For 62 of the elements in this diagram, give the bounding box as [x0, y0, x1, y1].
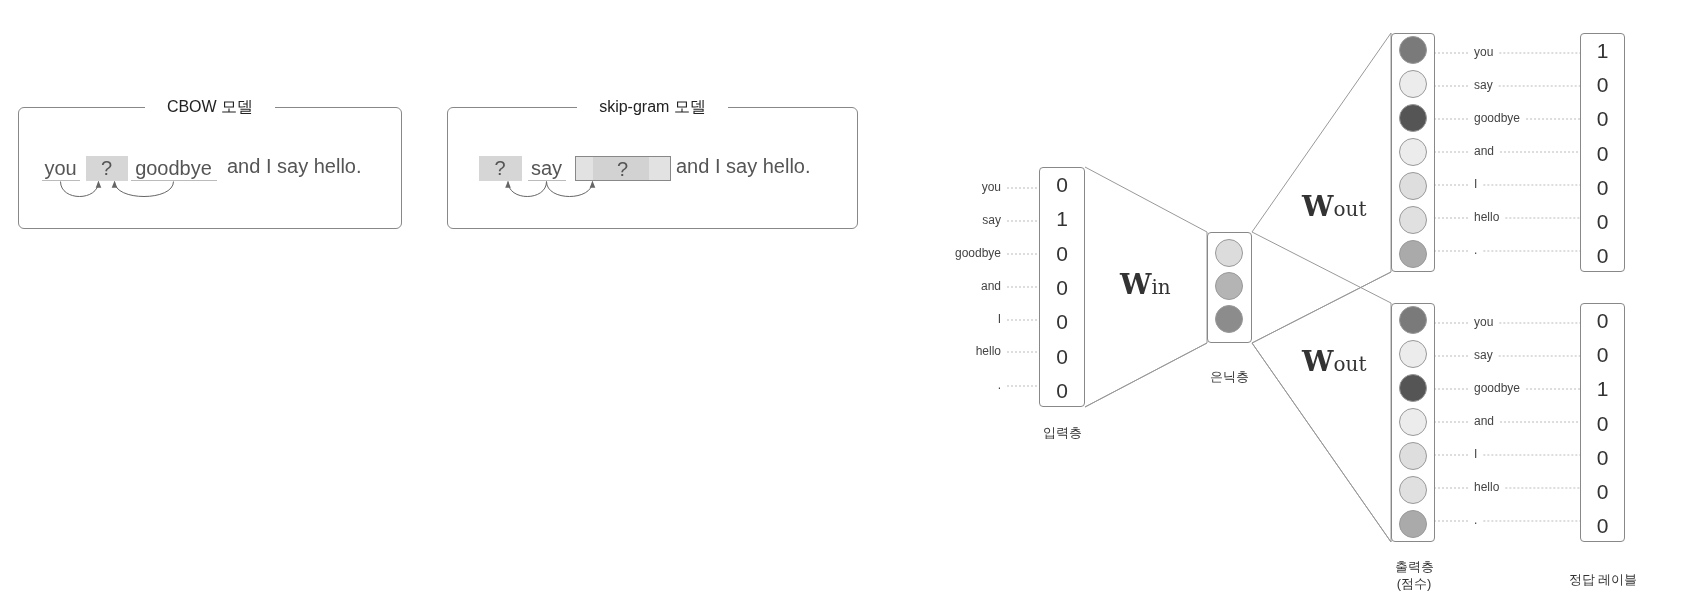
leader-line: [1499, 151, 1581, 153]
vector-value: 0: [1595, 175, 1610, 200]
vector-value: 0: [1595, 479, 1610, 504]
weight-connection: [1251, 32, 1392, 344]
curved-arrow: [113, 180, 174, 197]
context-word: you: [41, 155, 80, 181]
masked-word-box: ?: [85, 155, 128, 181]
curved-arrow: [60, 180, 101, 197]
vector-value: 0: [1595, 309, 1610, 334]
neuron-layer-box: [1207, 232, 1252, 343]
weight-connection: [1084, 166, 1208, 408]
vector-value: 1: [1595, 377, 1610, 402]
leader-line: [1006, 220, 1040, 222]
masked-word-box: ?: [478, 155, 522, 181]
leader-line: [1006, 253, 1040, 255]
sentence-text: and I say hello.: [676, 155, 811, 178]
answer-vector: [1580, 33, 1625, 272]
layer-caption: 은닉층: [1208, 368, 1250, 385]
vector-value: 0: [1595, 513, 1610, 538]
vector-value: 0: [1055, 276, 1069, 300]
vector-value: 0: [1595, 73, 1610, 98]
weight-connection: [1251, 231, 1392, 543]
vector-value: 0: [1055, 344, 1069, 369]
layer-caption: 정답 레이블: [1567, 571, 1639, 588]
vector-value: 0: [1595, 445, 1610, 470]
leader-line: [1006, 385, 1040, 387]
vector-value: 0: [1595, 209, 1610, 234]
weight-label: Wout: [1302, 345, 1367, 378]
curved-arrow: [546, 180, 595, 197]
leader-line: [1006, 319, 1040, 321]
masked-word-box: ?: [574, 155, 671, 181]
vector-value: 0: [1595, 411, 1610, 436]
leader-line: [1006, 286, 1040, 288]
leader-line: [1499, 421, 1581, 423]
answer-vector: [1580, 303, 1625, 542]
vector-value: 0: [1595, 141, 1610, 166]
leader-line: [1006, 187, 1040, 189]
weight-label: Wout: [1302, 190, 1367, 223]
layer-caption: 출력층 (점수): [1393, 558, 1435, 592]
context-word: goodbye: [130, 155, 217, 181]
context-word: say: [527, 155, 566, 181]
vector-value: 1: [1595, 39, 1610, 64]
vector-value: 0: [1595, 243, 1610, 268]
neuron-layer-box: [1391, 33, 1435, 272]
vector-value: 1: [1055, 207, 1069, 232]
neuron-layer-box: [1391, 303, 1435, 542]
weight-label: Win: [1120, 268, 1171, 301]
one-hot-vector: [1039, 167, 1085, 407]
layer-caption: 입력층: [1041, 424, 1083, 441]
leader-line: [1006, 351, 1040, 353]
vector-value: 0: [1055, 173, 1069, 198]
vector-value: 0: [1055, 241, 1069, 266]
panel-title: skip-gram 모델: [577, 98, 728, 115]
vector-value: 0: [1055, 310, 1069, 335]
curved-arrow: [506, 180, 547, 197]
leader-line: [1525, 388, 1581, 390]
panel-title: CBOW 모델: [144, 98, 276, 115]
vector-value: 0: [1595, 107, 1610, 132]
sentence-text: and I say hello.: [227, 155, 362, 178]
vector-value: 0: [1055, 378, 1069, 403]
leader-line: [1525, 118, 1581, 120]
vector-value: 0: [1595, 343, 1610, 368]
